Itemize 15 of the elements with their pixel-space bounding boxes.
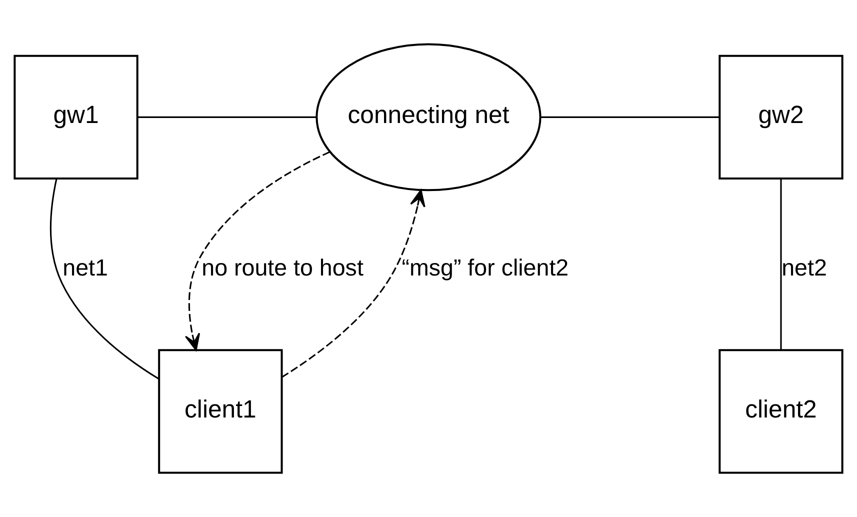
connector bbox=[780, 179, 782, 350]
node-ellipse: connecting net bbox=[316, 43, 542, 192]
node-box: client2 bbox=[718, 349, 844, 474]
arrow bbox=[184, 151, 330, 351]
connector bbox=[50, 178, 160, 380]
connector bbox=[138, 116, 316, 118]
edge-label: no route to host bbox=[202, 254, 364, 281]
node-box: gw2 bbox=[718, 54, 844, 180]
connector bbox=[540, 116, 720, 118]
edge-label: net2 bbox=[782, 254, 827, 281]
node-box: client1 bbox=[158, 349, 283, 474]
edge-label: “msg” for client2 bbox=[402, 254, 569, 281]
node-box: gw1 bbox=[14, 54, 138, 180]
edge-label: net1 bbox=[62, 254, 108, 281]
arrow bbox=[281, 189, 426, 378]
